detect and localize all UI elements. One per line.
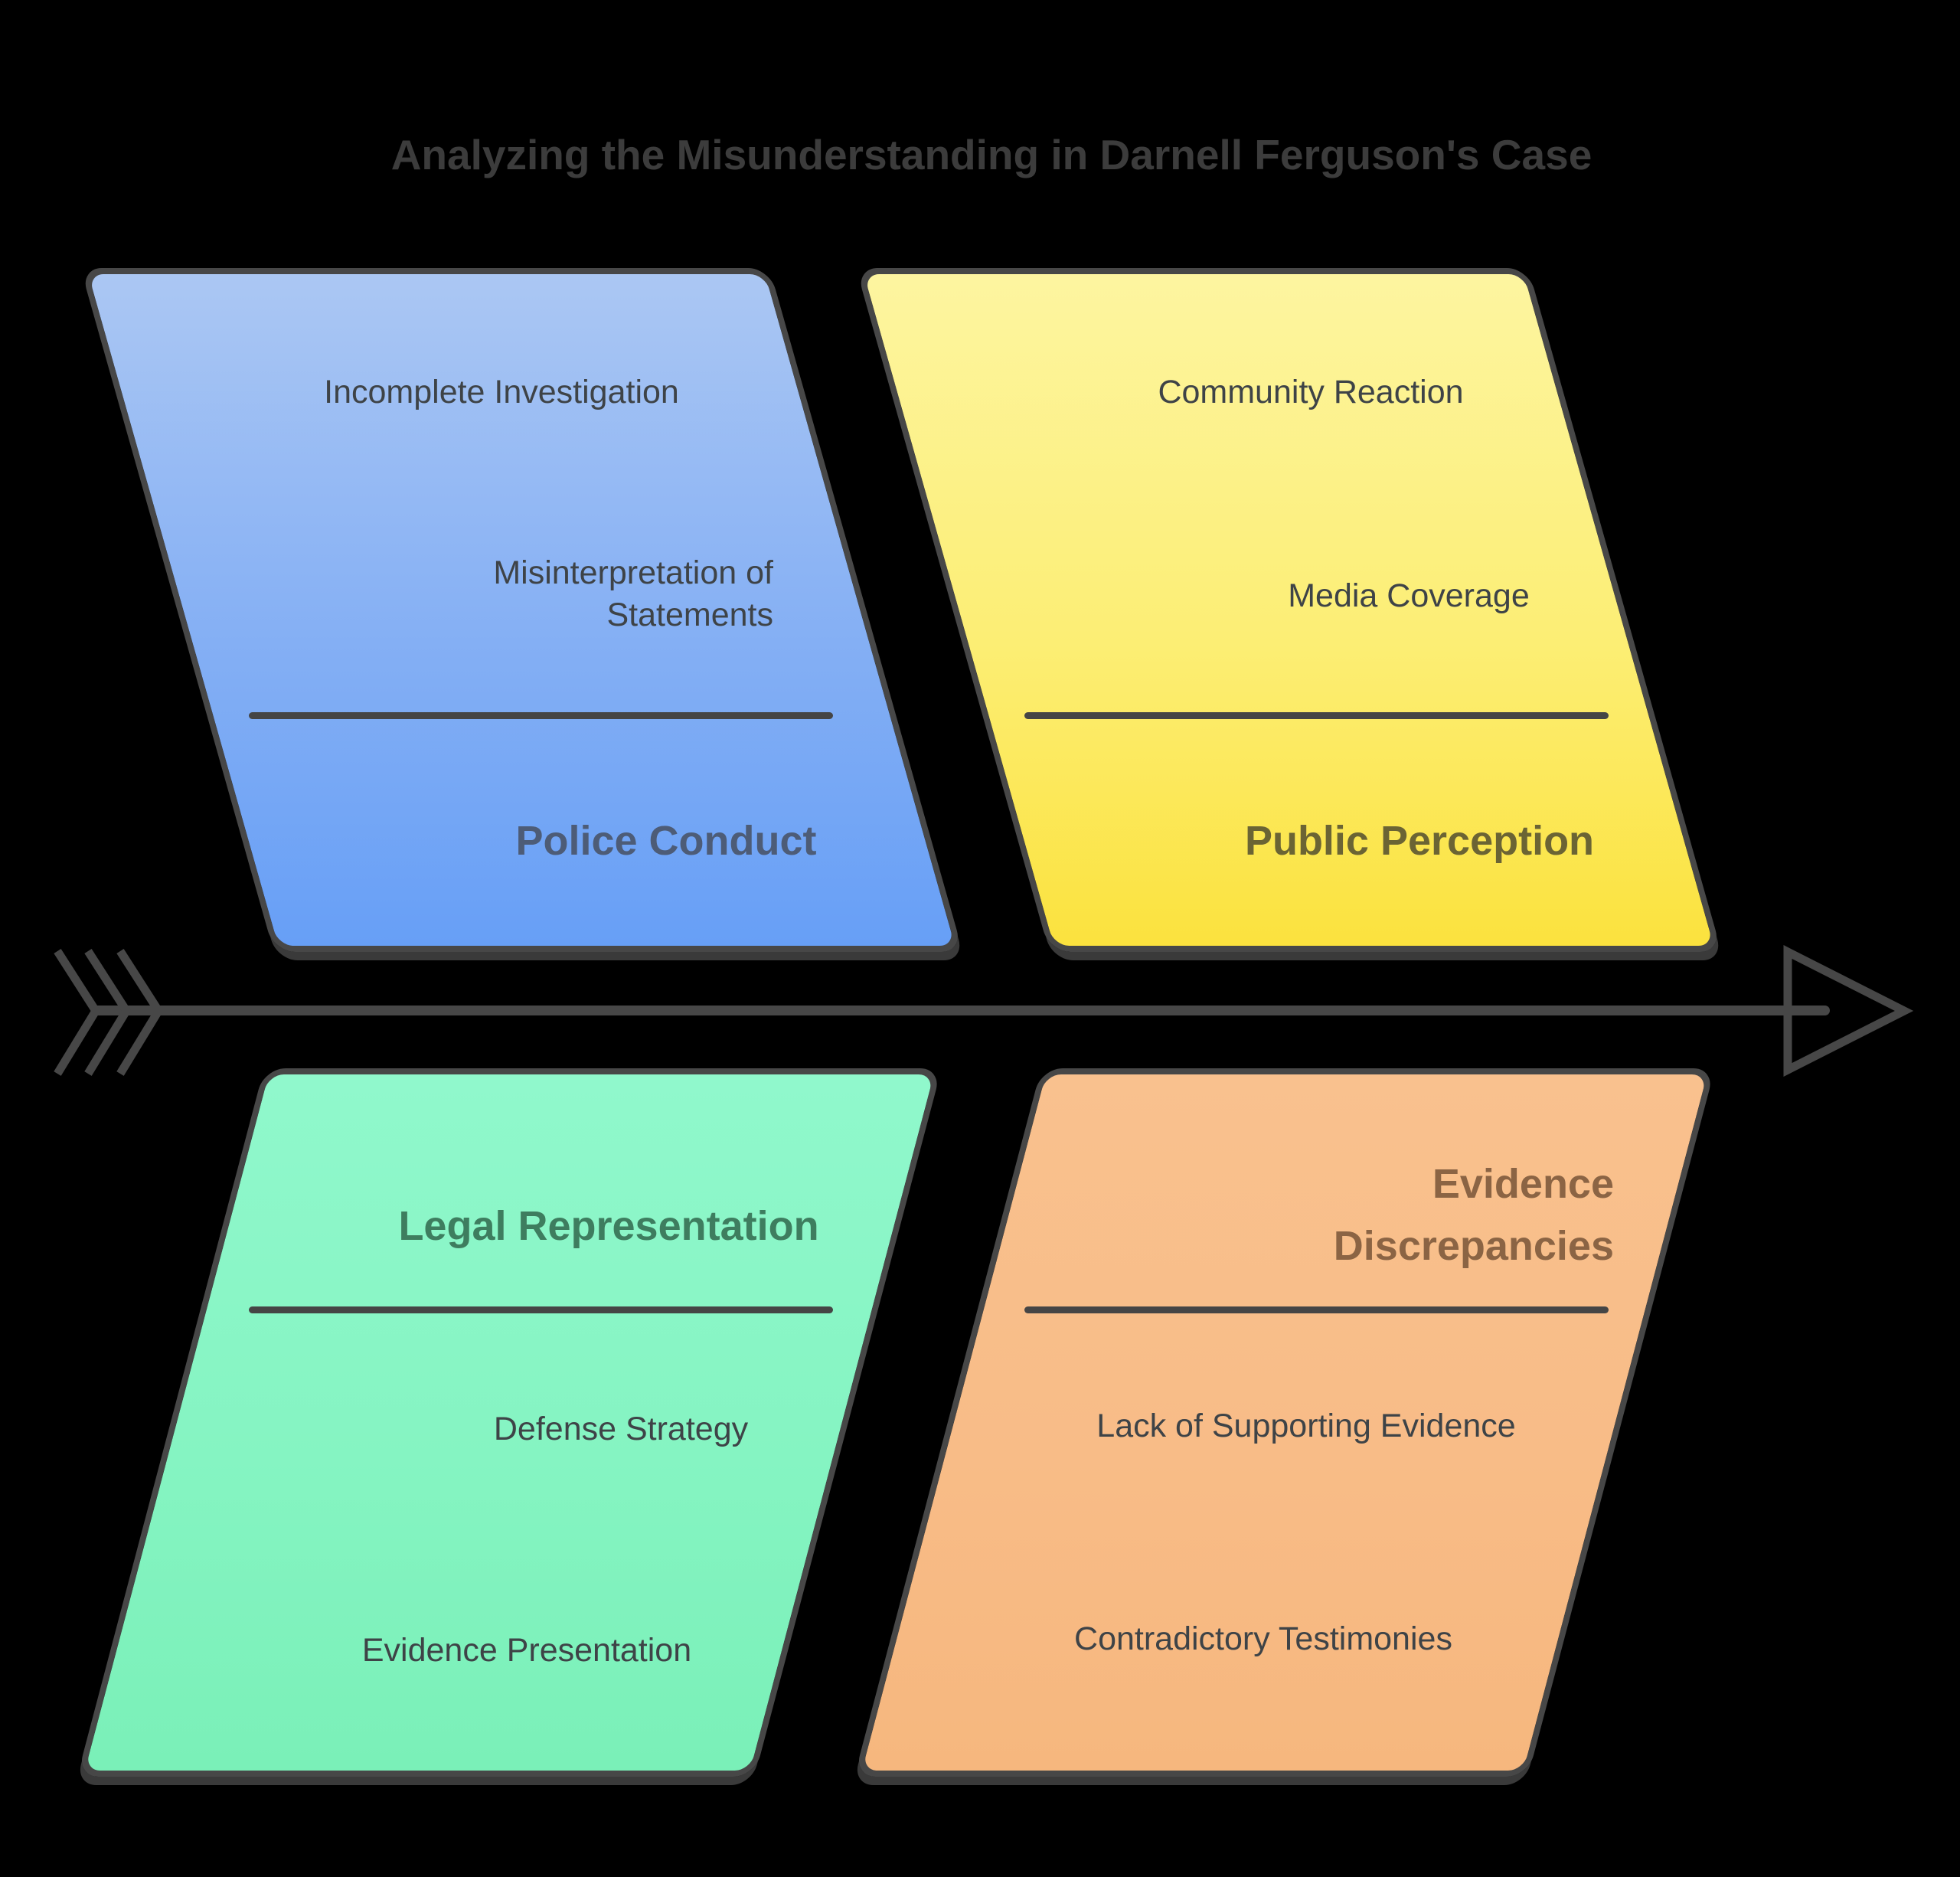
branch-divider [249,1306,833,1313]
branch-label-evidence-discrepancies: Evidence Discrepancies [1333,1161,1614,1269]
branch-label-legal-representation: Legal Representation [398,1203,819,1249]
branch-label-police-conduct: Police Conduct [515,818,817,864]
branch-divider [1024,1306,1609,1313]
cause-item: Community Reaction [1158,374,1464,410]
page-title: Analyzing the Misunderstanding in Darnel… [390,131,1592,178]
cause-item: Contradictory Testimonies [1074,1620,1452,1657]
cause-item: Incomplete Investigation [324,374,679,410]
cause-item: Media Coverage [1288,577,1530,614]
cause-item: Defense Strategy [493,1411,749,1447]
branch-label-public-perception: Public Perception [1244,818,1595,864]
spine-line [92,1006,1830,1015]
cause-item: Misinterpretation of Statements [493,554,773,633]
cause-item: Lack of Supporting Evidence [1096,1408,1516,1444]
cause-item: Evidence Presentation [361,1632,692,1669]
branch-divider [249,712,833,719]
branch-divider [1024,712,1609,719]
